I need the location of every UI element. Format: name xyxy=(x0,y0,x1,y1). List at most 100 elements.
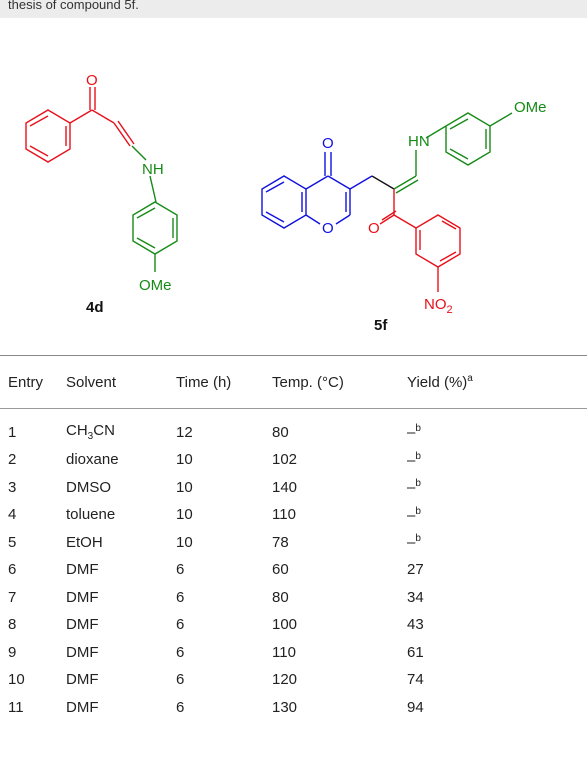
compound-label-4d: 4d xyxy=(86,299,104,316)
yield-text: – xyxy=(407,451,416,469)
ketone-part xyxy=(379,189,461,292)
5f-amine: HN xyxy=(408,133,430,150)
yield-text: – xyxy=(407,424,416,441)
5f-nitro: NO xyxy=(424,296,447,313)
table-header-row: Entry Solvent Time (h) Temp. (°C) Yield … xyxy=(0,356,587,408)
cell-entry: 11 xyxy=(8,698,24,716)
yield-text: – xyxy=(407,479,416,497)
reaction-scheme: O NH OMe 4d xyxy=(25,72,547,334)
solvent-text: DMF xyxy=(66,698,99,716)
5f-ring-o: O xyxy=(322,220,334,237)
yield-sup: b xyxy=(415,450,421,462)
cell-temp: 130 xyxy=(272,698,298,716)
cell-yield: 43 xyxy=(407,611,587,639)
cell-yield: 74 xyxy=(407,666,587,694)
caption-text: thesis of compound 5f. xyxy=(8,0,139,12)
yield-sup: b xyxy=(415,505,421,517)
cell-solvent: DMF xyxy=(66,666,176,694)
cell-solvent: DMF xyxy=(66,694,176,722)
cell-solvent: DMF xyxy=(66,611,176,639)
yield-text: 34 xyxy=(407,588,424,606)
table-row: 4 toluene 10 110 –b xyxy=(0,501,587,529)
cell-time: 6 xyxy=(176,588,185,606)
header-yield-sup: a xyxy=(467,373,473,384)
cell-yield: –b xyxy=(407,501,587,529)
cell-solvent: EtOH xyxy=(66,529,176,557)
solvent-text: CH xyxy=(66,422,88,439)
solvent-text: DMF xyxy=(66,588,99,606)
cell-yield: 27 xyxy=(407,556,587,584)
table-top-rule xyxy=(0,355,587,356)
cell-temp: 110 xyxy=(272,506,296,524)
cell-yield: 34 xyxy=(407,584,587,612)
header-yield: Yield (%)a xyxy=(407,356,587,408)
cell-solvent: DMSO xyxy=(66,474,176,502)
solvent-text: DMF xyxy=(66,616,99,634)
compound-5f-structure xyxy=(261,112,513,292)
caption-bar: thesis of compound 5f. xyxy=(0,0,587,18)
solvent-text: DMF xyxy=(66,671,99,689)
yield-text: – xyxy=(407,534,416,552)
yield-text: 61 xyxy=(407,643,424,661)
solvent-sub: 3 xyxy=(87,431,94,442)
4d-amine: NH xyxy=(142,161,164,178)
yield-text: 43 xyxy=(407,616,424,634)
yield-text: – xyxy=(407,506,416,524)
cell-entry: 2 xyxy=(8,451,17,469)
cell-solvent: CH3CN xyxy=(66,408,176,446)
cell-time: 6 xyxy=(176,698,185,716)
anisyl-part xyxy=(393,112,513,194)
compound-4d-structure xyxy=(25,87,178,272)
4d-methoxy: OMe xyxy=(139,277,172,294)
cell-yield: –b xyxy=(407,474,587,502)
header-solvent: Solvent xyxy=(66,373,117,391)
table-header-rule xyxy=(0,408,587,409)
cell-yield: –b xyxy=(407,408,587,446)
cell-yield: 94 xyxy=(407,694,587,722)
5f-methoxy: OMe xyxy=(514,99,547,116)
cell-temp: 102 xyxy=(272,451,298,469)
solvent-text: DMSO xyxy=(66,478,111,496)
cell-time: 6 xyxy=(176,616,185,634)
solvent-text: toluene xyxy=(66,506,116,524)
compound-label-5f: 5f xyxy=(374,317,388,334)
cell-time: 12 xyxy=(176,423,193,441)
5f-nitro-group: NO2 xyxy=(424,296,453,316)
table-row: 11 DMF 6 130 94 xyxy=(0,694,587,722)
cell-entry: 9 xyxy=(8,643,17,661)
cell-time: 10 xyxy=(176,451,193,469)
cell-temp: 140 xyxy=(272,478,298,496)
cell-time: 10 xyxy=(176,506,193,524)
cell-solvent: toluene xyxy=(66,501,176,529)
yield-text: 74 xyxy=(407,671,424,689)
yield-text: 94 xyxy=(407,698,424,716)
cell-solvent: DMF xyxy=(66,584,176,612)
solvent-text: DMF xyxy=(66,561,99,579)
phenyl-ring xyxy=(25,87,135,163)
header-entry: Entry xyxy=(8,373,44,391)
cell-solvent: DMF xyxy=(66,639,176,667)
yield-text: 27 xyxy=(407,561,424,579)
5f-ketone-o: O xyxy=(368,220,380,237)
solvent-text: dioxane xyxy=(66,451,119,469)
cell-temp: 60 xyxy=(272,561,289,579)
cell-entry: 3 xyxy=(8,478,17,496)
yield-sup: b xyxy=(415,478,421,490)
solvent-tail: CN xyxy=(93,422,115,439)
cell-time: 6 xyxy=(176,671,185,689)
table-row: 2 dioxane 10 102 –b xyxy=(0,446,587,474)
cell-solvent: DMF xyxy=(66,556,176,584)
cell-entry: 4 xyxy=(8,506,17,524)
yield-sup: b xyxy=(415,533,421,545)
optimization-table: Entry Solvent Time (h) Temp. (°C) Yield … xyxy=(0,356,587,721)
chromone-core xyxy=(261,152,373,229)
solvent-text: DMF xyxy=(66,643,99,661)
cell-entry: 7 xyxy=(8,588,17,606)
